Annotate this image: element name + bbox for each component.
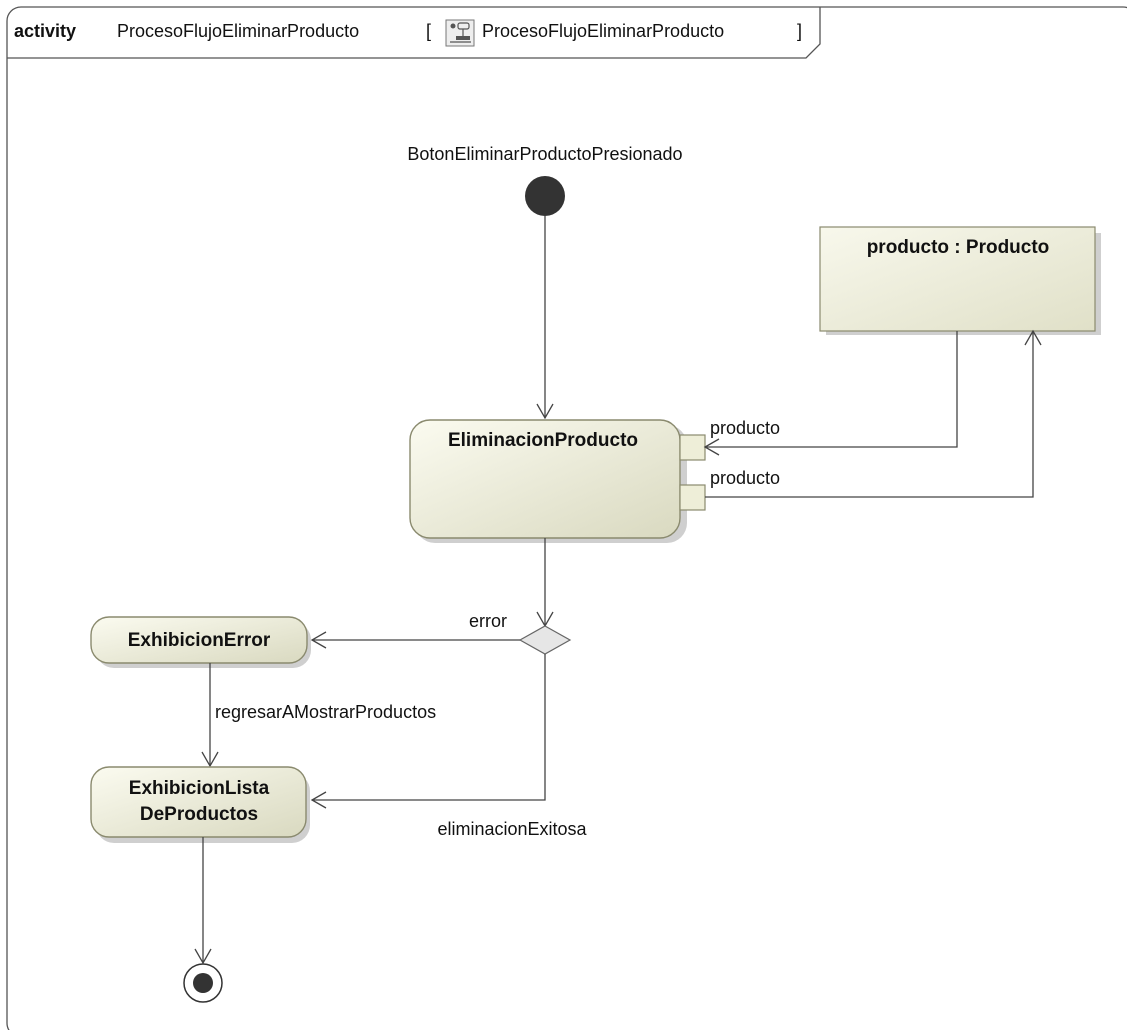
arrowhead (310, 791, 327, 809)
action-exhibicion-error[interactable] (90, 616, 308, 664)
arrowhead (536, 403, 554, 420)
flow-object-to-input-pin (705, 331, 958, 448)
arrowhead (201, 751, 219, 768)
initial-node-label: BotonEliminarProductoPresionado (407, 144, 682, 164)
input-pin-label: producto (710, 418, 780, 438)
action-eliminacion-label: EliminacionProducto (448, 430, 638, 451)
guard-error: error (469, 611, 507, 631)
flow-label-regresar: regresarAMostrarProductos (215, 702, 436, 722)
final-node[interactable] (183, 963, 223, 1003)
arrowhead (310, 631, 327, 649)
action-lista-label-line1: ExhibicionLista (129, 778, 270, 799)
arrowhead (194, 948, 212, 965)
arrowhead (703, 438, 720, 456)
object-node-producto[interactable] (819, 226, 1096, 332)
frame-name-tab (7, 7, 821, 59)
flow-label-exitosa: eliminacionExitosa (437, 819, 587, 839)
object-node-label: producto : Producto (867, 237, 1050, 258)
frame-open-bracket: [ (426, 21, 431, 41)
input-pin-producto[interactable] (679, 434, 706, 461)
initial-node[interactable] (525, 176, 565, 216)
flow-output-pin-to-object (705, 331, 1034, 498)
flow-decision-to-lista (312, 654, 546, 801)
activity-diagram-icon (445, 19, 475, 47)
frame-name: ProcesoFlujoEliminarProducto (117, 21, 359, 41)
frame-ref-name: ProcesoFlujoEliminarProducto (482, 21, 724, 41)
action-lista-label-line2: DeProductos (140, 804, 258, 825)
arrowhead (1024, 329, 1042, 346)
action-exhibicion-error-label: ExhibicionError (128, 630, 271, 651)
output-pin-label: producto (710, 468, 780, 488)
output-pin-producto[interactable] (679, 484, 706, 511)
action-exhibicion-lista-de-productos[interactable] (90, 766, 307, 838)
frame-close-bracket: ] (797, 21, 802, 41)
frame-keyword: activity (14, 21, 76, 41)
